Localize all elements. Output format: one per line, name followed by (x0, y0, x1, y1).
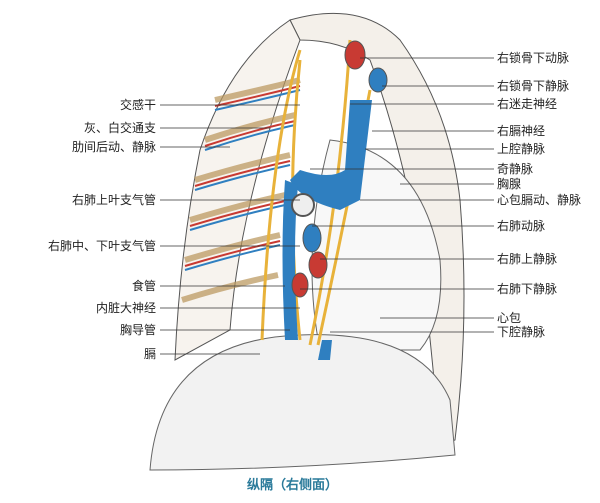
label-right-phrenic-nerve: 右膈神经 (497, 124, 546, 138)
label-right-subclavian-artery: 右锁骨下动脉 (497, 51, 570, 65)
label-right-inferior-pulmonary-vein: 右肺下静脉 (497, 282, 558, 296)
label-superior-vena-cava: 上腔静脉 (497, 142, 546, 156)
superior-vena-cava (290, 100, 372, 210)
label-middle-lower-lobe-bronchus: 右肺中、下叶支气管 (47, 239, 156, 253)
label-esophagus: 食管 (131, 279, 156, 293)
label-right-vagus-nerve: 右迷走神经 (497, 97, 558, 111)
label-inferior-vena-cava: 下腔静脉 (497, 325, 546, 339)
label-sympathetic-trunk: 交感干 (119, 98, 156, 112)
label-thymus: 胸腺 (497, 177, 522, 191)
label-thoracic-duct: 胸导管 (119, 323, 156, 337)
label-posterior-intercostal-vessels: 肋间后动、静脉 (71, 140, 156, 154)
label-diaphragm: 膈 (143, 347, 156, 361)
label-azygos-vein: 奇静脉 (497, 162, 534, 176)
label-upper-lobe-bronchus: 右肺上叶支气管 (71, 193, 156, 207)
label-pericardium: 心包 (497, 311, 522, 325)
label-right-pulmonary-artery: 右肺动脉 (497, 219, 546, 233)
label-right-subclavian-vein: 右锁骨下静脉 (497, 79, 570, 93)
label-right-superior-pulmonary-vein: 右肺上静脉 (497, 252, 558, 266)
figure-caption: 纵隔（右侧面） (247, 478, 339, 493)
label-pericardiacophrenic-vessels: 心包膈动、静脉 (497, 193, 582, 207)
label-rami-communicantes: 灰、白交通支 (83, 121, 156, 135)
label-greater-splanchnic-nerve: 内脏大神经 (95, 301, 156, 315)
leader-lines (160, 57, 494, 355)
intercostal-vessels (184, 85, 301, 271)
